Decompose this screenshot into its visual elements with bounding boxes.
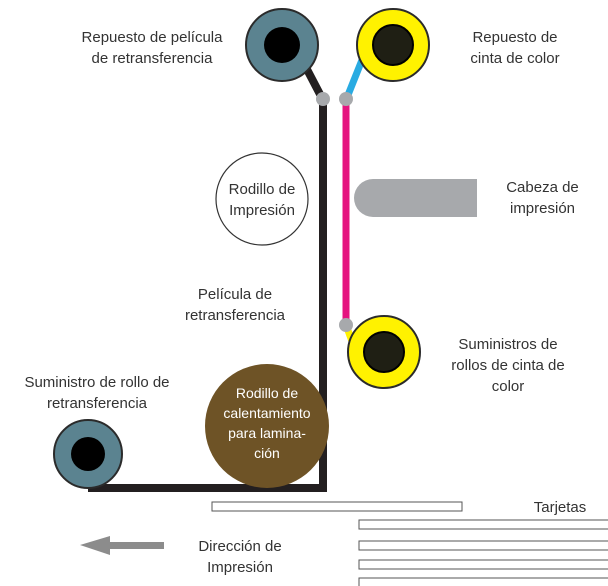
- label-cards: Tarjetas: [533, 499, 587, 516]
- card: [211, 501, 463, 512]
- retransfer-film-path: [88, 54, 327, 492]
- retransfer-film-takeup-spool: [245, 8, 319, 82]
- card: [358, 577, 608, 586]
- label-color-ribbon-supply: Suministros de rollos de cinta de color: [451, 336, 565, 395]
- card: [358, 519, 608, 530]
- label-color-ribbon-takeup: Repuesto de cinta de color: [470, 29, 560, 67]
- label-heated-roller: Rodillo de calentamiento para lamina- ci…: [223, 385, 311, 461]
- print-direction-arrow: [80, 536, 164, 555]
- label-print-head: Cabeza de impresión: [506, 179, 579, 217]
- retransfer-roll-supply-spool: [53, 419, 123, 489]
- color-ribbon-takeup-spool: [356, 8, 430, 82]
- label-print-roller: Rodillo de Impresión: [228, 181, 296, 219]
- guide-pin-ribbon-top: [339, 92, 353, 106]
- cards-stack: [211, 501, 608, 586]
- print-roller: [215, 152, 309, 246]
- card: [358, 540, 608, 551]
- guide-pin-film-top: [316, 92, 330, 106]
- color-ribbon-supply-spool: [347, 315, 421, 389]
- label-retransfer-film-takeup: Repuesto de película de retransferencia: [81, 29, 223, 67]
- label-retransfer-film: Película de retransferencia: [184, 286, 286, 324]
- card: [358, 559, 608, 570]
- label-retransfer-roll-supply: Suministro de rollo de retransferencia: [24, 374, 170, 412]
- heated-lamination-roller: [205, 364, 329, 488]
- label-print-direction: Dirección de Impresión: [198, 538, 282, 576]
- guide-pin-ribbon-bottom: [339, 318, 353, 332]
- print-head: [354, 179, 477, 217]
